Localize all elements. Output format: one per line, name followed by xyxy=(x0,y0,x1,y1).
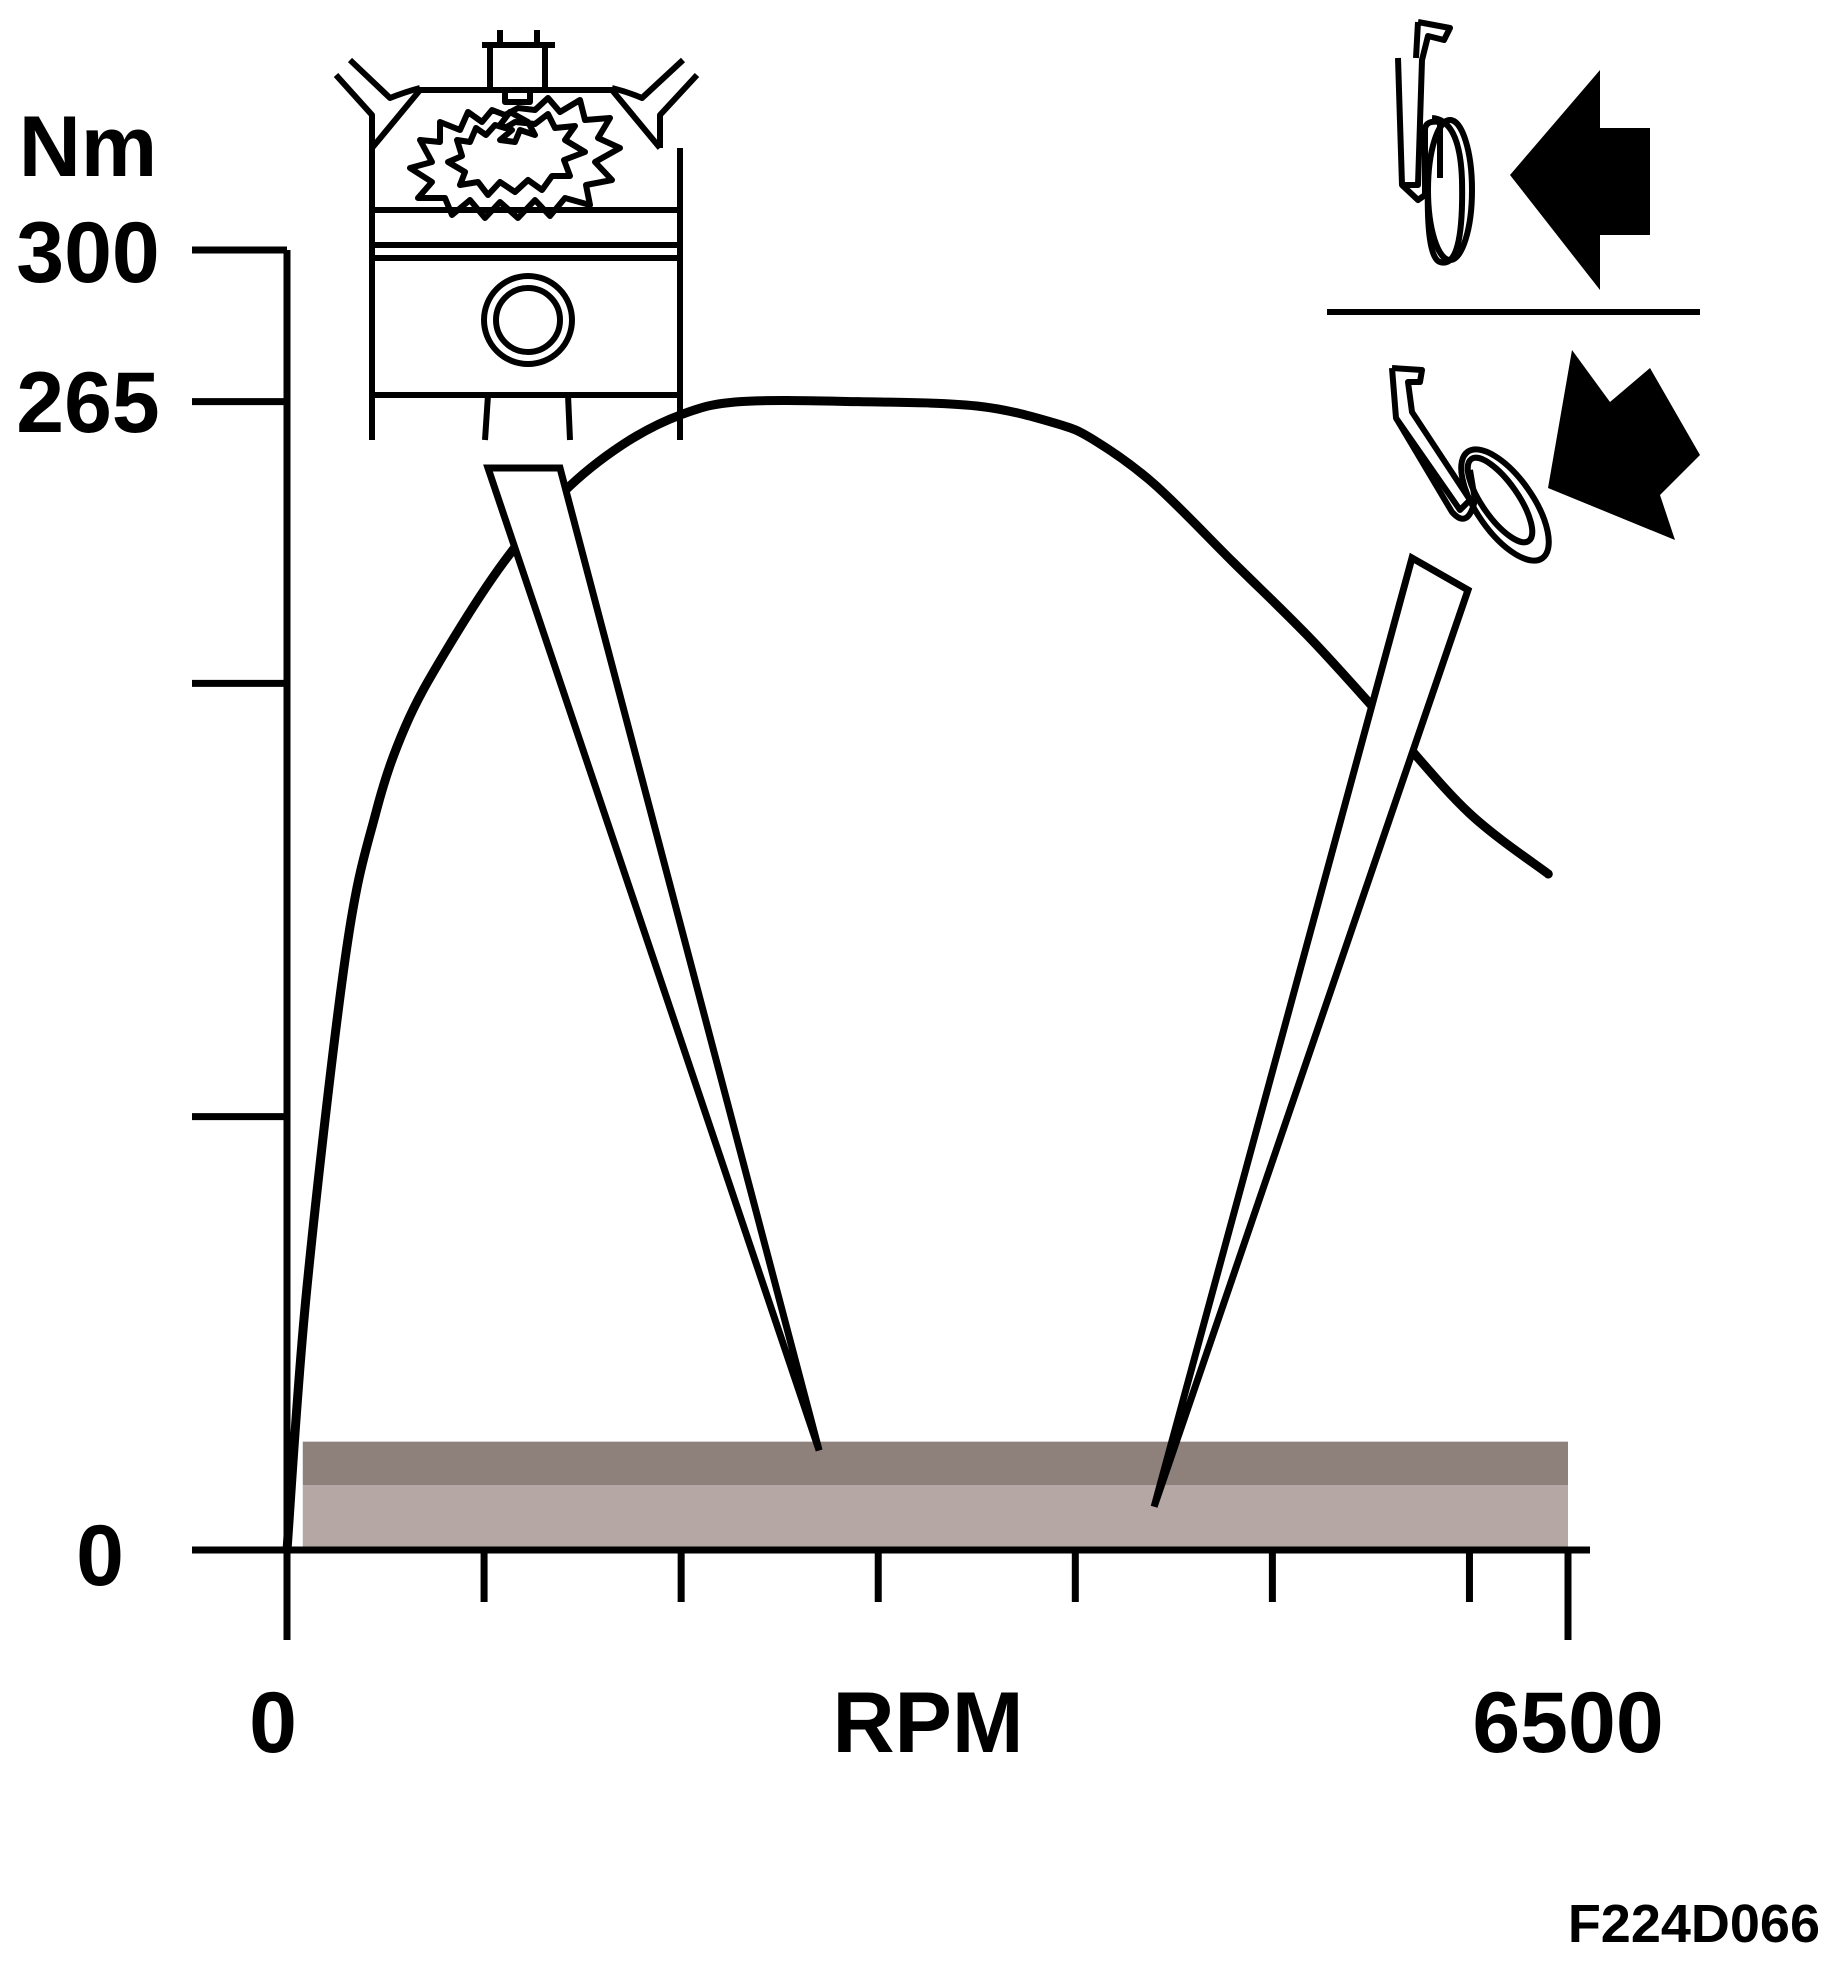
x-axis-label: RPM xyxy=(832,1675,1023,1771)
y-tick-label-0: 0 xyxy=(76,1508,124,1604)
pointer-wedge-1 xyxy=(1150,552,1473,1508)
axis-ticks xyxy=(192,246,1572,1640)
arrow-diagonal-icon xyxy=(1548,350,1700,540)
figure-code: F224D066 xyxy=(1568,1894,1820,1954)
throttle-valve-icon-top xyxy=(1395,19,1475,266)
arrow-left-icon xyxy=(1510,70,1650,290)
torque-curve xyxy=(282,396,1553,1555)
band-0 xyxy=(302,1485,1569,1550)
operating-bands xyxy=(302,1441,1569,1550)
x-tick-label-6500: 6500 xyxy=(1472,1675,1663,1771)
piston-combustion-icon xyxy=(333,30,700,441)
annotation-pointers xyxy=(483,464,1473,1508)
y-tick-label-300: 300 xyxy=(16,205,160,301)
band-1 xyxy=(302,1441,1569,1485)
y-tick-label-265: 265 xyxy=(16,355,160,451)
y-axis-unit-label: Nm xyxy=(19,99,158,195)
pointer-wedge-0 xyxy=(483,464,823,1452)
x-tick-label-0: 0 xyxy=(249,1675,297,1771)
throttle-valve-icon-bottom xyxy=(1389,365,1552,564)
